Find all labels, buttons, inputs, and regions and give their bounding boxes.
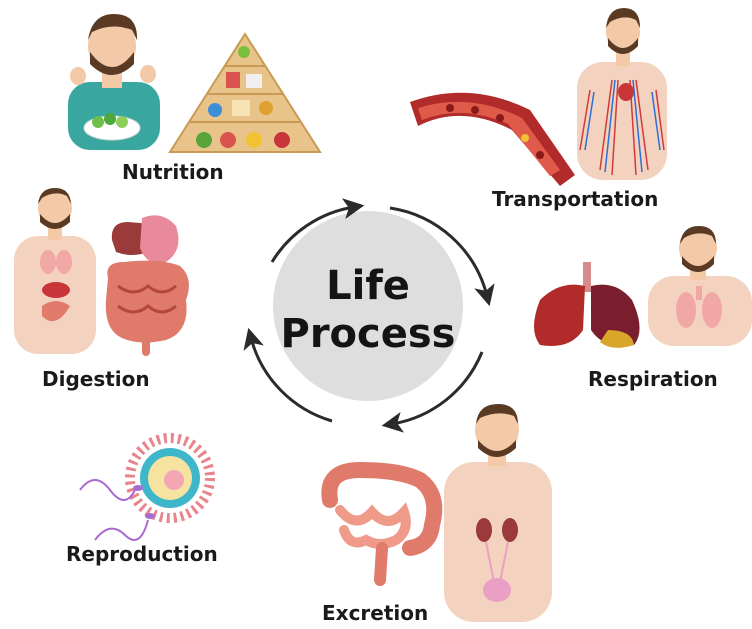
label-respiration: Respiration xyxy=(588,367,718,391)
excretory-body-icon xyxy=(444,404,552,622)
center-title-line1: Life xyxy=(270,262,466,310)
digestive-body-icon xyxy=(14,188,96,354)
label-reproduction: Reproduction xyxy=(66,542,218,566)
man-eating-salad-icon xyxy=(68,14,160,150)
circulatory-system-icon xyxy=(577,8,667,180)
respiratory-body-icon xyxy=(648,226,752,346)
label-digestion: Digestion xyxy=(42,367,150,391)
label-transportation: Transportation xyxy=(492,187,658,211)
label-excretion: Excretion xyxy=(322,601,428,625)
center-title: Life Process xyxy=(270,262,466,358)
blood-vessel-icon xyxy=(410,93,575,186)
center-title-line2: Process xyxy=(270,310,466,358)
lungs-icon xyxy=(534,262,640,348)
stomach-intestines-icon xyxy=(106,215,189,352)
egg-cell-sperm-icon xyxy=(80,438,210,540)
intestines-icon xyxy=(329,470,434,580)
label-nutrition: Nutrition xyxy=(122,160,224,184)
food-pyramid-icon xyxy=(170,34,320,152)
